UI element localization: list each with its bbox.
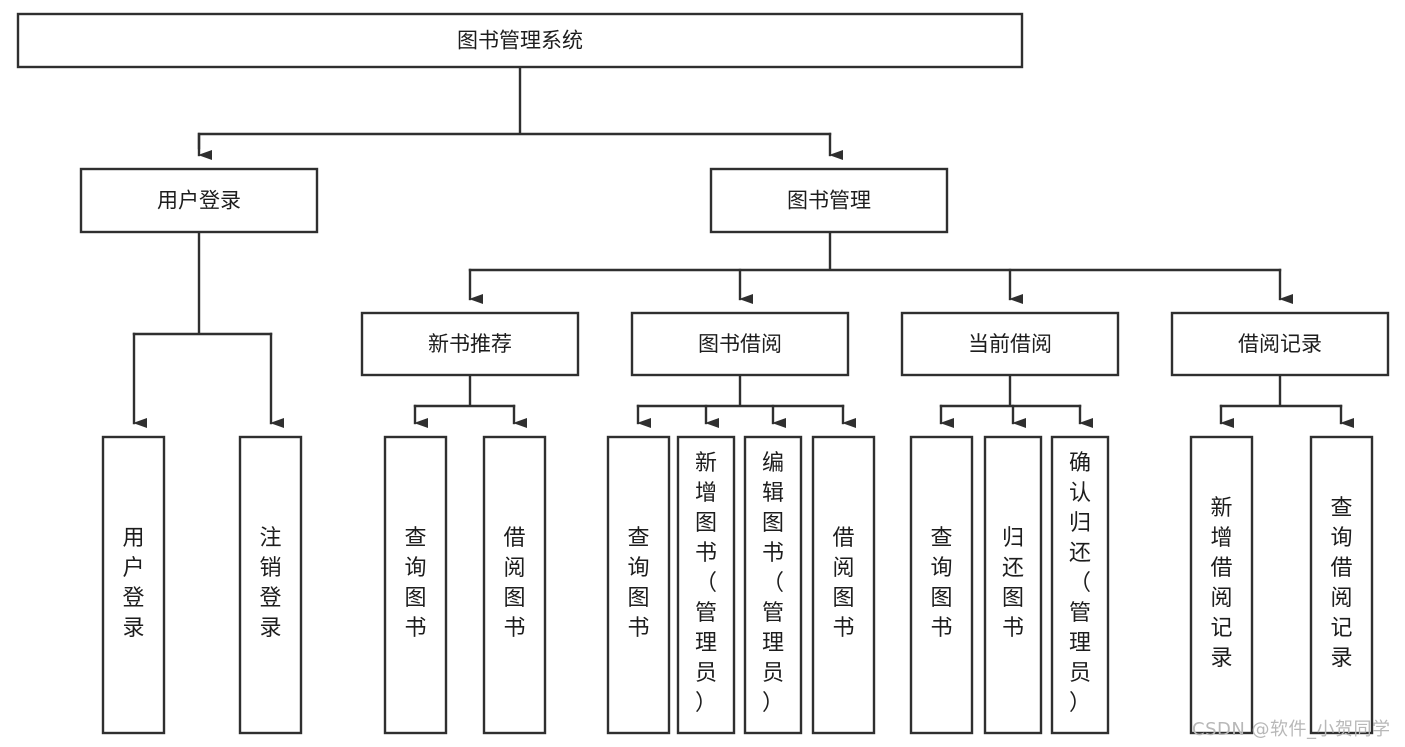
node-label-leaf-user-login: 用户登录	[122, 526, 144, 641]
node-label-leaf-add-book: 新增图书（管理员）	[695, 451, 717, 716]
node-new-book-recommend[interactable]: 新书推荐	[360, 311, 580, 377]
node-box-leaf-add-record	[1189, 435, 1254, 735]
node-box-leaf-return-book	[983, 435, 1043, 735]
node-leaf-confirm-return[interactable]: 确认归还（管理员）	[1050, 435, 1110, 735]
node-box-leaf-query-book-1	[383, 435, 448, 735]
node-leaf-edit-book[interactable]: 编辑图书（管理员）	[743, 435, 803, 735]
node-borrow-record[interactable]: 借阅记录	[1170, 311, 1390, 377]
connector-user-login-stem	[132, 230, 273, 336]
node-current-borrow[interactable]: 当前借阅	[900, 311, 1120, 377]
node-box-leaf-borrow-book-2	[811, 435, 876, 735]
node-label-root: 图书管理系统	[457, 29, 583, 53]
node-leaf-return-book[interactable]: 归还图书	[983, 435, 1043, 735]
node-leaf-query-record[interactable]: 查询借阅记录	[1309, 435, 1374, 735]
node-box-book-manage	[709, 167, 949, 234]
node-label-leaf-confirm-return: 确认归还（管理员）	[1069, 451, 1091, 716]
node-book-manage[interactable]: 图书管理	[709, 167, 949, 234]
node-leaf-add-book[interactable]: 新增图书（管理员）	[676, 435, 736, 735]
node-leaf-borrow-book-1[interactable]: 借阅图书	[482, 435, 547, 735]
node-label-book-borrow: 图书借阅	[698, 332, 782, 356]
node-label-current-borrow: 当前借阅	[968, 332, 1052, 356]
node-label-leaf-logout: 注销登录	[259, 526, 281, 641]
node-leaf-user-login[interactable]: 用户登录	[101, 435, 166, 735]
node-box-user-login	[79, 167, 319, 234]
node-label-leaf-query-book-2: 查询图书	[627, 526, 649, 641]
node-box-leaf-logout	[238, 435, 303, 735]
node-box-root	[16, 12, 1024, 69]
connector-root-bus	[197, 65, 832, 150]
connector-new-book-stem	[413, 373, 516, 408]
node-box-leaf-user-login	[101, 435, 166, 735]
node-label-book-manage: 图书管理	[787, 189, 871, 213]
node-box-current-borrow	[900, 311, 1120, 377]
node-label-leaf-add-record: 新增借阅记录	[1210, 496, 1232, 671]
node-box-leaf-borrow-book-1	[482, 435, 547, 735]
node-label-leaf-query-record: 查询借阅记录	[1330, 496, 1352, 671]
node-leaf-query-book-1[interactable]: 查询图书	[383, 435, 448, 735]
node-book-borrow[interactable]: 图书借阅	[630, 311, 850, 377]
connector-book-borrow-stem	[636, 373, 845, 408]
node-box-leaf-confirm-return	[1050, 435, 1110, 735]
node-label-leaf-borrow-book-2: 借阅图书	[832, 526, 854, 641]
node-label-leaf-return-book: 归还图书	[1002, 526, 1024, 641]
node-leaf-query-book-2[interactable]: 查询图书	[606, 435, 671, 735]
node-leaf-logout[interactable]: 注销登录	[238, 435, 303, 735]
connector-current-borrow-stem	[939, 373, 1082, 408]
node-box-leaf-query-book-2	[606, 435, 671, 735]
node-box-leaf-edit-book	[743, 435, 803, 735]
node-label-leaf-query-book-3: 查询图书	[930, 526, 952, 641]
node-box-borrow-record	[1170, 311, 1390, 377]
connector-layer	[132, 65, 1354, 428]
connector-borrow-record-stem	[1219, 373, 1343, 408]
node-label-leaf-query-book-1: 查询图书	[404, 526, 426, 641]
node-label-leaf-borrow-book-1: 借阅图书	[503, 526, 525, 641]
node-layer: 图书管理系统用户登录图书管理新书推荐图书借阅当前借阅借阅记录用户登录注销登录查询…	[16, 12, 1390, 735]
node-leaf-borrow-book-2[interactable]: 借阅图书	[811, 435, 876, 735]
node-user-login[interactable]: 用户登录	[79, 167, 319, 234]
connector-book-manage-stem	[468, 230, 1282, 272]
node-box-leaf-add-book	[676, 435, 736, 735]
node-box-leaf-query-book-3	[909, 435, 974, 735]
node-leaf-query-book-3[interactable]: 查询图书	[909, 435, 974, 735]
node-box-leaf-query-record	[1309, 435, 1374, 735]
node-root[interactable]: 图书管理系统	[16, 12, 1024, 69]
node-box-book-borrow	[630, 311, 850, 377]
node-label-borrow-record: 借阅记录	[1238, 332, 1322, 356]
node-leaf-add-record[interactable]: 新增借阅记录	[1189, 435, 1254, 735]
node-label-new-book-recommend: 新书推荐	[428, 332, 512, 356]
node-label-leaf-edit-book: 编辑图书（管理员）	[762, 451, 784, 716]
node-label-user-login: 用户登录	[157, 189, 241, 213]
csdn-watermark: CSDN @软件_小贺同学	[1192, 719, 1391, 740]
node-box-new-book-recommend	[360, 311, 580, 377]
